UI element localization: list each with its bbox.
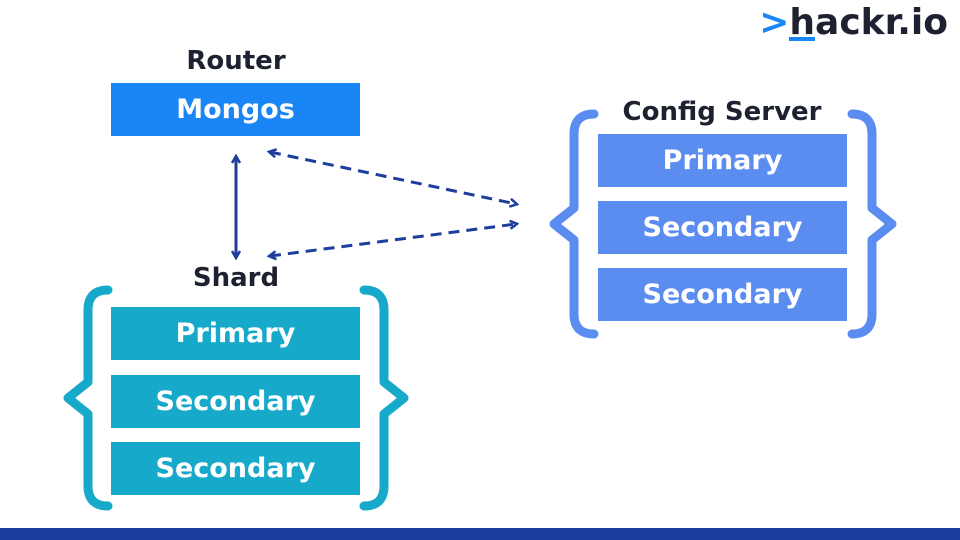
- router-config-arrow: [270, 152, 516, 204]
- logo-h-letter: h: [789, 2, 816, 43]
- config-secondary-box: Secondary: [598, 268, 847, 321]
- shard-primary-box: Primary: [111, 307, 360, 360]
- shard-secondary-box: Secondary: [111, 442, 360, 495]
- config-primary-box: Primary: [598, 134, 847, 187]
- shard-left-bracket: [63, 285, 113, 511]
- mongos-box: Mongos: [111, 83, 360, 136]
- config-right-bracket: [847, 109, 897, 339]
- hackr-io-logo: >hackr.io: [759, 2, 948, 43]
- config-left-bracket: [549, 109, 599, 339]
- logo-text: ackr.io: [815, 2, 948, 43]
- shard-title: Shard: [192, 263, 280, 293]
- chevron-right-icon: >: [759, 2, 790, 43]
- footer-bar: [0, 528, 960, 540]
- shard-config-arrow: [270, 224, 516, 256]
- config-secondary-box: Secondary: [598, 201, 847, 254]
- config-server-title: Config Server: [622, 97, 822, 127]
- shard-secondary-box: Secondary: [111, 375, 360, 428]
- router-title: Router: [186, 46, 286, 76]
- shard-right-bracket: [359, 285, 409, 511]
